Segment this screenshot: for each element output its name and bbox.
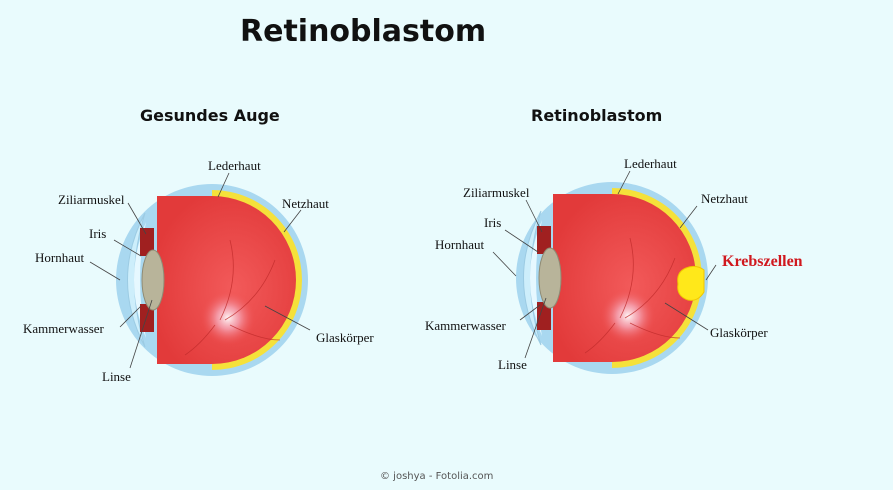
label-lederhaut: Lederhaut (208, 158, 261, 173)
panel-title-healthy: Gesundes Auge (140, 106, 280, 125)
ciliary-muscle-top (537, 226, 551, 254)
label-kammerwasser: Kammerwasser (425, 318, 506, 333)
label-glaskoerper: Glaskörper (710, 325, 768, 340)
aqueous-humor (134, 222, 146, 338)
label-linse: Linse (102, 369, 131, 384)
tumor-cancer-cells (677, 265, 705, 301)
label-iris: Iris (484, 215, 502, 230)
label-glaskoerper: Glaskörper (316, 330, 374, 345)
retinoblastoma-eye (516, 182, 708, 374)
label-kammerwasser: Kammerwasser (23, 321, 104, 336)
label-iris: Iris (89, 226, 107, 241)
label-hornhaut: Hornhaut (435, 237, 485, 252)
label-netzhaut: Netzhaut (701, 191, 748, 206)
label-krebszellen: Krebszellen (722, 253, 803, 270)
healthy-eye (116, 184, 308, 376)
blood-vessels (584, 237, 681, 354)
blood-vessels (184, 239, 281, 356)
cornea (523, 210, 542, 346)
lens (538, 247, 562, 309)
label-hornhaut: Hornhaut (35, 250, 85, 265)
vitreous-body (157, 196, 296, 364)
label-netzhaut: Netzhaut (282, 196, 329, 211)
page-title: Retinoblastom (240, 14, 487, 49)
label-ziliarmuskel: Ziliarmuskel (463, 185, 530, 200)
image-credit: © joshya - Fotolia.com (380, 471, 494, 482)
ciliary-muscle-bottom (537, 302, 551, 330)
leader-lines-healthy (89, 172, 311, 369)
lens (141, 249, 165, 311)
panel-title-retinoblastoma: Retinoblastom (531, 106, 663, 125)
label-ziliarmuskel: Ziliarmuskel (58, 192, 125, 207)
leader-lines-retinoblastoma (492, 170, 717, 359)
ciliary-muscle-top (140, 228, 154, 256)
vitreous-body (553, 194, 696, 362)
label-linse: Linse (498, 357, 527, 372)
cornea (127, 212, 146, 348)
label-lederhaut: Lederhaut (624, 156, 677, 171)
